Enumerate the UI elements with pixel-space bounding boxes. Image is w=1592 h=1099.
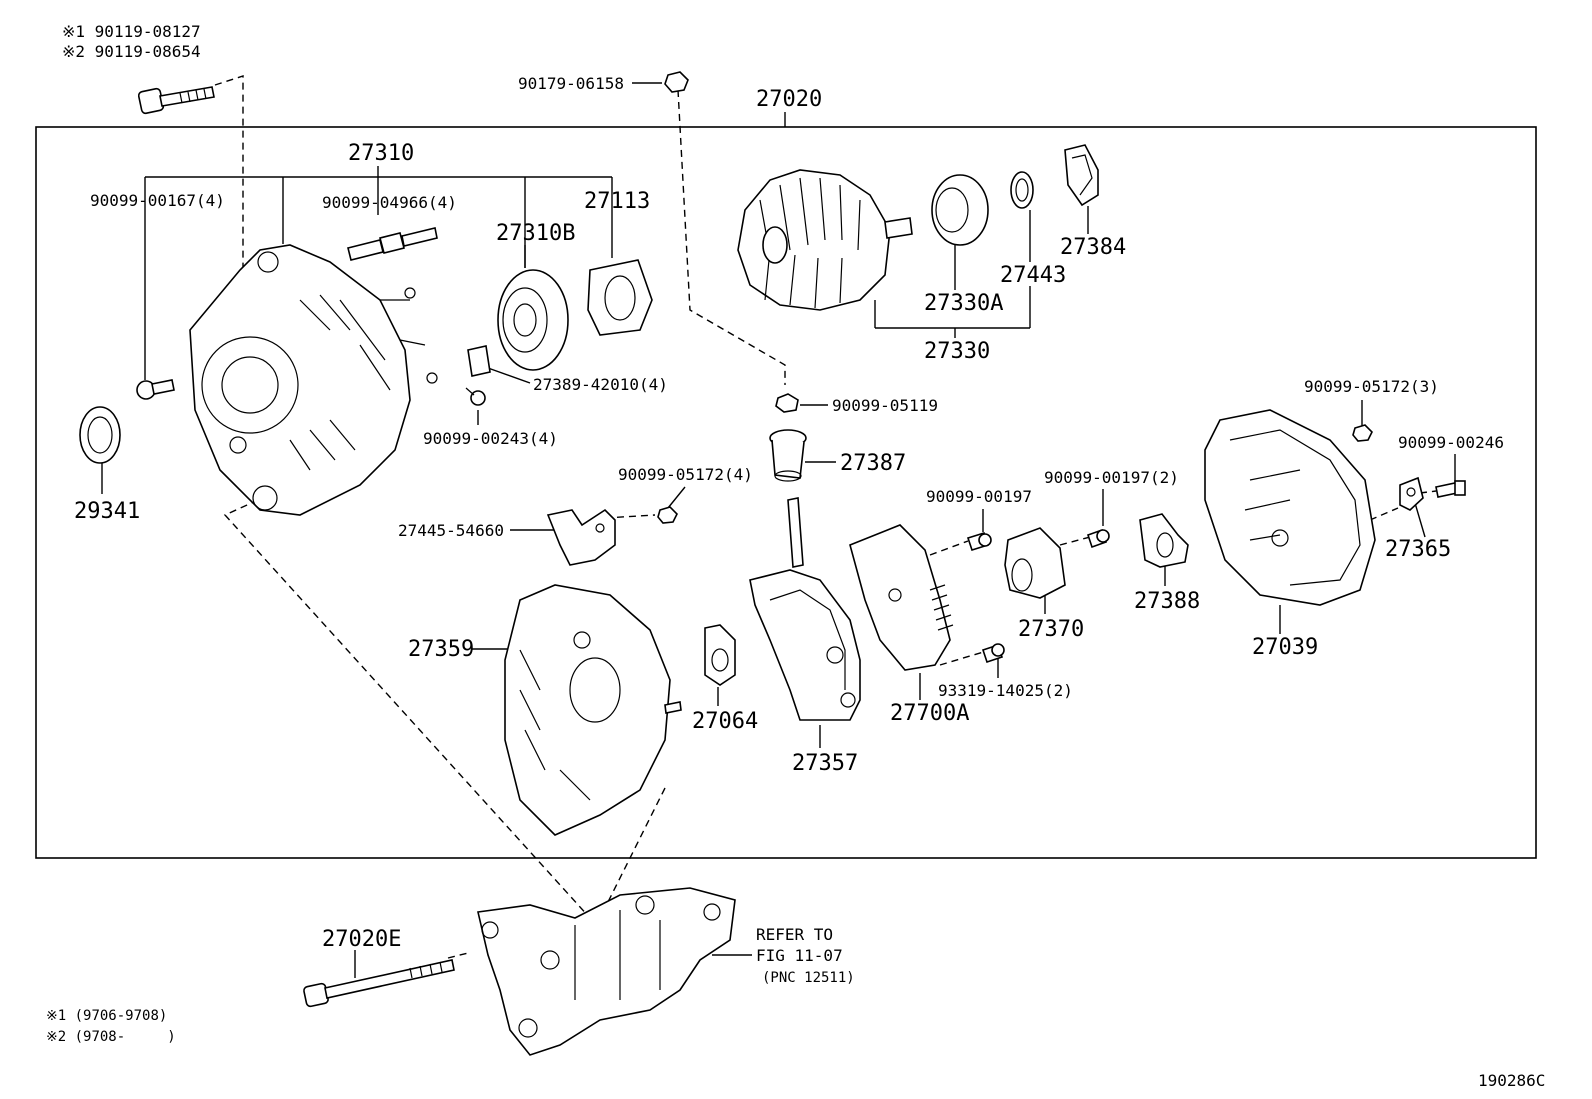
- screw-00197: [966, 532, 992, 551]
- bearing-27330a: [931, 174, 989, 246]
- screw-00167: [136, 379, 175, 400]
- terminal-27365: [1399, 476, 1424, 511]
- label-27384: 27384: [1060, 235, 1126, 260]
- label-27445-54660: 27445-54660: [398, 521, 504, 540]
- note-bolt-alt-1: ※1 90119-08127: [62, 22, 201, 41]
- screw-93319: [981, 643, 1005, 664]
- label-27370: 27370: [1018, 617, 1084, 642]
- label-27443: 27443: [1000, 263, 1066, 288]
- label-93319-14025: 93319-14025(2): [938, 681, 1073, 700]
- labels: ※1 90119-08127 ※2 90119-08654 27020 9017…: [46, 22, 1545, 1090]
- cover-27384: [1064, 144, 1099, 207]
- regulator-27700a: [849, 524, 954, 671]
- label-27387: 27387: [840, 451, 906, 476]
- label-90099-00243: 90099-00243(4): [423, 429, 558, 448]
- reference-line-2: FIG 11-07: [756, 946, 843, 965]
- nut-90179: [664, 71, 689, 93]
- label-27330: 27330: [924, 339, 990, 364]
- label-27310b: 27310B: [496, 221, 575, 246]
- label-27365: 27365: [1385, 537, 1451, 562]
- insulator-27064: [704, 624, 736, 686]
- label-90099-00246: 90099-00246: [1398, 433, 1504, 452]
- dashed-guide-lines: [214, 75, 1437, 959]
- stud-bolt: [347, 227, 438, 261]
- cover-27388: [1139, 513, 1189, 568]
- nut-05172-3: [1352, 424, 1373, 442]
- brush-holder-27370: [1004, 527, 1066, 599]
- rectifier-27357: [749, 497, 861, 721]
- label-90099-05119: 90099-05119: [832, 396, 938, 415]
- reference-line-1: REFER TO: [756, 925, 833, 944]
- label-27064: 27064: [692, 709, 758, 734]
- rotor-27330: [737, 169, 913, 311]
- assembly-frame: [35, 126, 1537, 859]
- bearing-27310b: [497, 269, 569, 371]
- label-27700a: 27700A: [890, 701, 969, 726]
- label-27388: 27388: [1134, 589, 1200, 614]
- figure-code: 190286C: [1478, 1071, 1545, 1090]
- note-bolt-alt-2: ※2 90119-08654: [62, 42, 201, 61]
- label-90099-04966: 90099-04966(4): [322, 193, 457, 212]
- long-bolt-27020e: [303, 959, 455, 1008]
- bracket-27445: [546, 508, 616, 566]
- label-90099-05172-4: 90099-05172(4): [618, 465, 753, 484]
- washer-27443: [1010, 171, 1034, 209]
- retainer-plate-27113: [587, 259, 653, 336]
- label-90179-06158: 90179-06158: [518, 74, 624, 93]
- note-date-range-1: ※1 (9706-9708): [46, 1008, 167, 1024]
- seal-29341: [79, 406, 121, 464]
- label-27359: 27359: [408, 637, 474, 662]
- bolt-top-left: [137, 86, 215, 115]
- label-27389-42010: 27389-42010(4): [533, 375, 668, 394]
- clip-27389: [467, 345, 491, 377]
- label-29341: 29341: [74, 499, 140, 524]
- label-90099-00167: 90099-00167(4): [90, 191, 225, 210]
- label-90099-00197-2: 90099-00197(2): [1044, 468, 1179, 487]
- collar-27387: [769, 429, 807, 482]
- label-27113: 27113: [584, 189, 650, 214]
- label-27310: 27310: [348, 141, 414, 166]
- bolt-00246: [1435, 480, 1466, 498]
- screw-00197-2: [1086, 528, 1110, 549]
- reference-line-3: (PNC 12511): [762, 970, 855, 986]
- note-date-range-2: ※2 (9708- ): [46, 1029, 176, 1045]
- label-assembly-27020: 27020: [756, 87, 822, 112]
- label-27357: 27357: [792, 751, 858, 776]
- mounting-bracket: [477, 887, 736, 1056]
- leader-lines: [101, 82, 1456, 978]
- label-27039: 27039: [1252, 635, 1318, 660]
- drive-end-frame: [189, 244, 438, 516]
- label-90099-00197: 90099-00197: [926, 487, 1032, 506]
- nut-05172-4: [657, 506, 678, 524]
- screw-00243: [465, 387, 486, 406]
- label-27330a: 27330A: [924, 291, 1003, 316]
- nut-05119: [775, 393, 799, 413]
- rear-end-cover-27039: [1204, 409, 1376, 606]
- rectifier-end-frame-27359: [504, 584, 682, 836]
- label-27020e: 27020E: [322, 927, 401, 952]
- label-90099-05172-3: 90099-05172(3): [1304, 377, 1439, 396]
